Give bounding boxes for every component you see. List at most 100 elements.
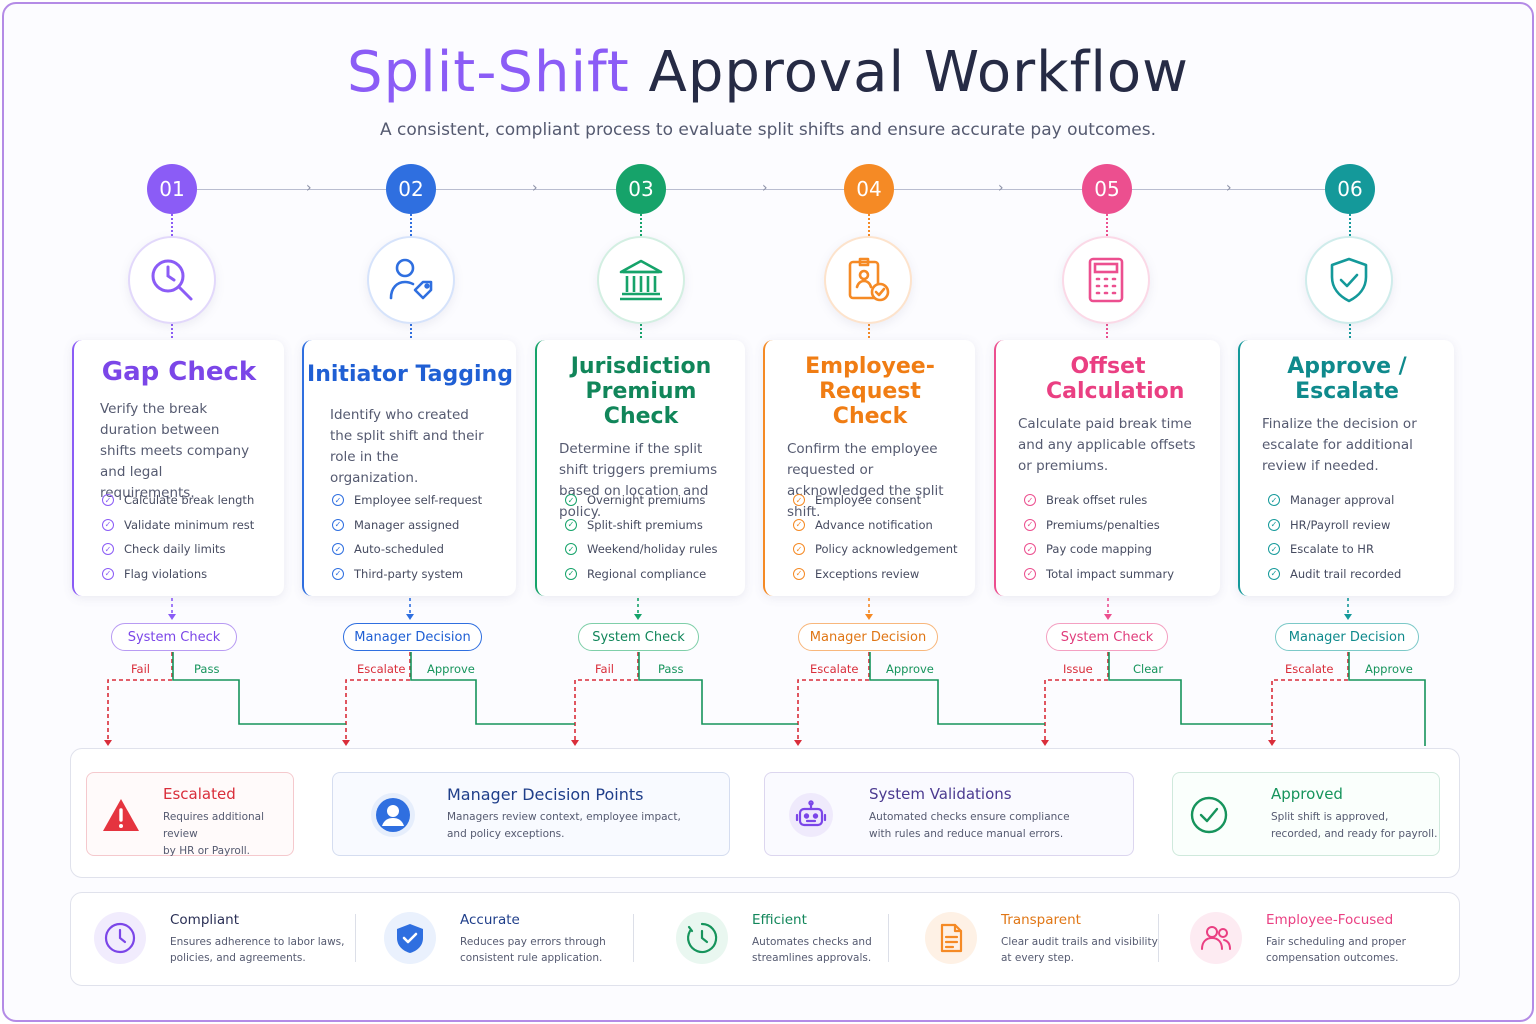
divider xyxy=(888,914,889,962)
robot-icon xyxy=(795,800,827,827)
check-icon: ✓ xyxy=(332,518,344,531)
check-icon: ✓ xyxy=(793,494,805,507)
check-item: ✓Calculate break length xyxy=(102,488,254,513)
step-icon-01 xyxy=(128,236,216,324)
check-icon: ✓ xyxy=(1268,494,1280,507)
step-badge-03: 03 xyxy=(616,164,666,214)
check-item: ✓Split-shift premiums xyxy=(565,513,717,538)
check-circle-icon xyxy=(1190,796,1228,834)
check-icon: ✓ xyxy=(1268,567,1280,580)
step-card-02: Initiator Tagging Identify who created t… xyxy=(302,340,516,596)
step-checklist: ✓Employee self-request ✓Manager assigned… xyxy=(332,488,482,586)
step-icon-04 xyxy=(824,236,912,324)
connector xyxy=(640,324,642,342)
branch-fail-label: Escalate xyxy=(810,662,859,676)
calculator-icon xyxy=(1088,257,1124,303)
step-card-01: Gap Check Verify the break duration betw… xyxy=(72,340,284,596)
branch-fail-label: Escalate xyxy=(1285,662,1334,676)
check-item: ✓Manager assigned xyxy=(332,513,482,538)
check-icon: ✓ xyxy=(1024,543,1036,556)
outcome-icon xyxy=(99,793,143,837)
step-badge-02: 02 xyxy=(386,164,436,214)
outcome-approved: Approved Split shift is approved,recorde… xyxy=(1172,772,1440,856)
outcome-title: System Validations xyxy=(869,785,1012,803)
check-icon: ✓ xyxy=(565,567,577,580)
branch-fail-label: Fail xyxy=(131,662,150,676)
chevron-right-icon: › xyxy=(532,180,538,196)
step-description: Calculate paid break time and any applic… xyxy=(1018,416,1196,474)
check-item: ✓HR/Payroll review xyxy=(1268,513,1401,538)
check-item: ✓Check daily limits xyxy=(102,537,254,562)
benefit-compliant: Compliant Ensures adherence to labor law… xyxy=(94,906,344,972)
connector xyxy=(640,214,642,236)
benefit-title: Efficient xyxy=(752,912,807,928)
page-subtitle: A consistent, compliant process to evalu… xyxy=(380,120,1156,140)
step-title: Gap Check xyxy=(101,357,257,387)
check-item: ✓Audit trail recorded xyxy=(1268,562,1401,587)
benefit-title: Transparent xyxy=(1001,912,1081,928)
step-checklist: ✓Break offset rules ✓Premiums/penalties … xyxy=(1024,488,1174,586)
check-item: ✓Weekend/holiday rules xyxy=(565,537,717,562)
title-highlight: Split-Shift xyxy=(347,40,630,105)
timeline-line xyxy=(196,189,1326,190)
outcome-system-validations: System Validations Automated checks ensu… xyxy=(764,772,1134,856)
branch-fail-label: Escalate xyxy=(357,662,406,676)
check-icon: ✓ xyxy=(1024,494,1036,507)
step-badge-04: 04 xyxy=(844,164,894,214)
decision-pill-04: Manager Decision xyxy=(798,623,938,651)
check-item: ✓Pay code mapping xyxy=(1024,537,1174,562)
step-icon-03 xyxy=(597,236,685,324)
divider xyxy=(355,914,356,962)
check-icon: ✓ xyxy=(332,567,344,580)
benefit-transparent: Transparent Clear audit trails and visib… xyxy=(925,906,1158,972)
check-item: ✓Overnight premiums xyxy=(565,488,717,513)
check-item: ✓Validate minimum rest xyxy=(102,513,254,538)
branch-pass-label: Approve xyxy=(427,662,475,676)
step-checklist: ✓Overnight premiums ✓Split-shift premium… xyxy=(565,488,717,586)
step-icon-06 xyxy=(1305,236,1393,324)
decision-pill-03: System Check xyxy=(578,623,699,651)
decision-pill-05: System Check xyxy=(1046,623,1168,651)
manager-user-icon xyxy=(376,798,410,832)
step-description: Confirm the employee requested or acknow… xyxy=(787,441,944,520)
warning-triangle-icon xyxy=(103,799,139,831)
connector xyxy=(1349,214,1351,236)
outcome-icon xyxy=(789,793,833,837)
benefit-description: Ensures adherence to labor laws,policies… xyxy=(170,936,345,964)
step-checklist: ✓Calculate break length ✓Validate minimu… xyxy=(102,488,254,586)
check-icon: ✓ xyxy=(1024,518,1036,531)
step-title: Approve / Escalate xyxy=(1287,354,1407,404)
branch-pass-label: Approve xyxy=(1365,662,1413,676)
branch-pass-label: Pass xyxy=(194,662,220,676)
step-title: Employee-Request Check xyxy=(805,354,935,429)
title-rest: Approval Workflow xyxy=(648,40,1189,105)
outcome-description: Split shift is approved,recorded, and re… xyxy=(1271,811,1438,840)
branch-pass-label: Approve xyxy=(886,662,934,676)
step-title: Jurisdiction Premium Check xyxy=(570,354,712,429)
check-item: ✓Third-party system xyxy=(332,562,482,587)
check-icon: ✓ xyxy=(793,518,805,531)
check-icon: ✓ xyxy=(102,494,114,507)
check-icon: ✓ xyxy=(332,543,344,556)
check-item: ✓Break offset rules xyxy=(1024,488,1174,513)
step-description: Identify who created the split shift and… xyxy=(330,407,484,486)
user-tag-icon xyxy=(389,258,433,300)
step-checklist: ✓Employee consent ✓Advance notification … xyxy=(793,488,958,586)
step-badge-01: 01 xyxy=(147,164,197,214)
page-title: Split-Shift Approval Workflow xyxy=(0,40,1536,105)
clock-icon xyxy=(104,922,136,954)
stopwatch-icon xyxy=(687,922,718,954)
benefit-icon xyxy=(1190,912,1242,964)
step-card-04: Employee-Request Check Confirm the emplo… xyxy=(763,340,975,596)
connector xyxy=(410,324,412,342)
outcome-description: Managers review context, employee impact… xyxy=(447,811,681,840)
check-icon: ✓ xyxy=(102,543,114,556)
check-icon: ✓ xyxy=(793,567,805,580)
outcome-title: Manager Decision Points xyxy=(447,785,644,804)
clock-search-icon xyxy=(151,259,193,301)
outcome-title: Approved xyxy=(1271,785,1343,803)
